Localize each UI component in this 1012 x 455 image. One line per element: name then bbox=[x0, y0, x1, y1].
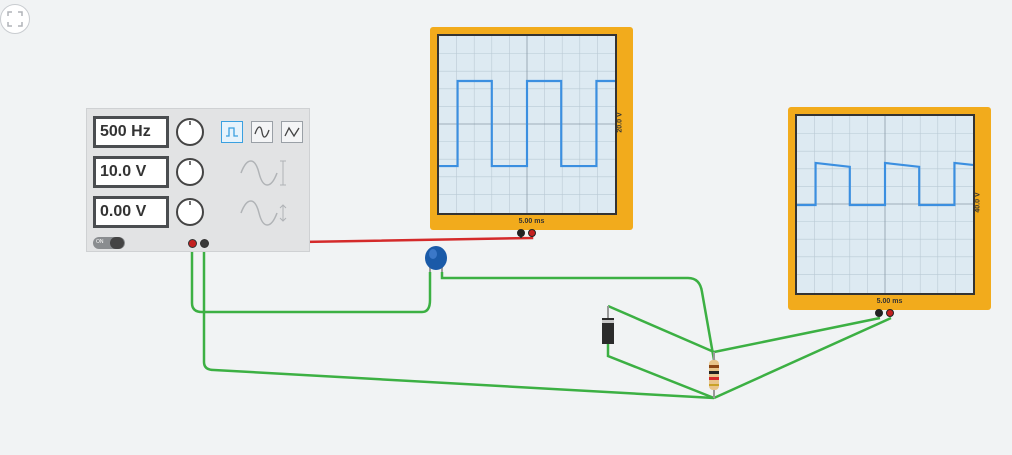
negative-terminal[interactable] bbox=[200, 239, 209, 248]
fullscreen-icon bbox=[7, 11, 23, 27]
scope-2-volt-label: 40.0 V bbox=[974, 192, 982, 213]
scope-2-probe-negative[interactable] bbox=[875, 309, 883, 317]
triangle-wave-button[interactable] bbox=[281, 121, 303, 143]
function-generator[interactable]: 500 Hz 10.0 V 0.00 V ON bbox=[86, 108, 310, 252]
scope-2-probe-positive[interactable] bbox=[886, 309, 894, 317]
scope-2-screen bbox=[795, 114, 975, 295]
scope-1-probe-positive[interactable] bbox=[528, 229, 536, 237]
power-switch[interactable] bbox=[93, 237, 125, 249]
triangle-wave-icon bbox=[284, 126, 300, 138]
scope-2-time-label: 5.00 ms bbox=[876, 298, 903, 305]
power-label: ON bbox=[96, 239, 104, 245]
scope-1-trace bbox=[439, 79, 615, 168]
scope-1-volt-label: 20.0 V bbox=[616, 112, 624, 133]
capacitor[interactable] bbox=[425, 246, 447, 272]
fullscreen-button[interactable] bbox=[0, 4, 30, 34]
green-wire-scope2-a bbox=[713, 316, 881, 354]
square-wave-button[interactable] bbox=[221, 121, 243, 143]
offset-knob[interactable] bbox=[175, 197, 205, 227]
sine-wave-icon bbox=[254, 126, 270, 138]
resistor[interactable] bbox=[709, 352, 719, 398]
amplitude-display[interactable]: 10.0 V bbox=[93, 156, 169, 188]
oscilloscope-2[interactable]: 5.00 ms 40.0 V bbox=[788, 107, 991, 317]
offset-display[interactable]: 0.00 V bbox=[93, 196, 169, 228]
amplitude-knob[interactable] bbox=[175, 157, 205, 187]
positive-terminal[interactable] bbox=[188, 239, 197, 248]
green-wire-cap bbox=[190, 244, 432, 314]
green-wire-ground bbox=[202, 244, 715, 400]
amplitude-wave-icon bbox=[240, 160, 286, 186]
green-wire-diode-top bbox=[607, 304, 715, 354]
green-wire-scope2-b bbox=[713, 316, 892, 400]
scope-2-trace bbox=[797, 161, 973, 207]
scope-1-time-label: 5.00 ms bbox=[518, 218, 545, 225]
oscilloscope-1[interactable]: 5.00 ms 20.0 V bbox=[430, 27, 633, 237]
frequency-knob[interactable] bbox=[175, 117, 205, 147]
green-wire-diode-bottom bbox=[606, 344, 715, 400]
square-wave-icon bbox=[226, 127, 238, 137]
diode[interactable] bbox=[602, 306, 614, 344]
frequency-display[interactable]: 500 Hz bbox=[93, 116, 169, 148]
green-wire-cap-out bbox=[440, 272, 716, 361]
scope-1-screen bbox=[437, 34, 617, 215]
scope-1-probe-negative[interactable] bbox=[517, 229, 525, 237]
sine-wave-button[interactable] bbox=[251, 121, 273, 143]
offset-wave-icon bbox=[240, 200, 287, 226]
